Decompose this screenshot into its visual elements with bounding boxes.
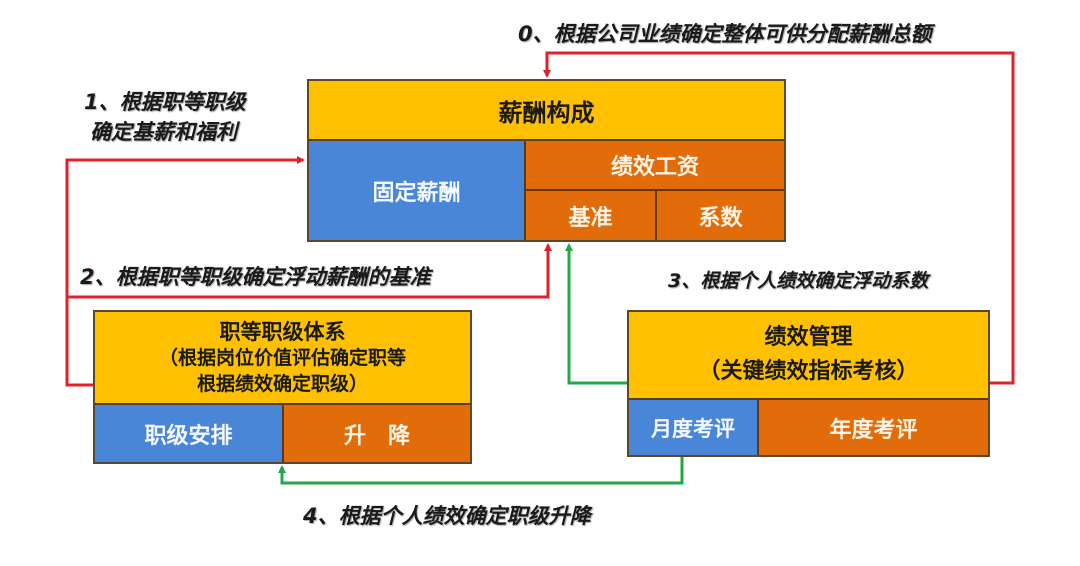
flow-0-label: 0、根据公司业绩确定整体可供分配薪酬总额 [518,22,932,46]
promotion-demotion-cell: 升 降 [284,405,470,462]
grade-system-title-line2: （根据岗位价值评估确定职等 [158,346,406,369]
base-cell: 基准 [526,191,657,240]
flow-3-arrow [565,243,627,385]
performance-title-line1: 绩效管理 [764,325,853,350]
monthly-evaluation-cell: 月度考评 [629,400,759,455]
grade-arrangement-cell: 职级安排 [95,405,284,462]
coefficient-cell: 系数 [657,191,784,240]
flow-0-arrow [543,51,1015,385]
performance-management-title: 绩效管理 （关键绩效指标考核） [629,312,988,400]
flow-3-label: 3、根据个人绩效确定浮动系数 [668,270,929,292]
annual-evaluation-cell: 年度考评 [759,400,988,455]
performance-pay-cell: 绩效工资 [526,141,784,191]
flow-4-label: 4、根据个人绩效确定职级升降 [303,504,591,528]
grade-system-title-line3: 根据绩效确定职级） [196,372,368,395]
flow-2-arrow [67,243,552,299]
grade-system-box: 职等职级体系 （根据岗位价值评估确定职等 根据绩效确定职级） 职级安排 升 降 [93,310,472,464]
grade-system-title: 职等职级体系 （根据岗位价值评估确定职等 根据绩效确定职级） [95,312,470,405]
performance-management-box: 绩效管理 （关键绩效指标考核） 月度考评 年度考评 [627,310,990,457]
flow-2-label: 2、根据职等职级确定浮动薪酬的基准 [80,265,431,289]
flow-1-label-line1: 1、根据职等职级 [84,90,246,114]
flow-4-arrow [278,456,684,485]
salary-composition-box: 薪酬构成 固定薪酬 绩效工资 基准 系数 [307,79,786,242]
fixed-salary-cell: 固定薪酬 [309,141,526,240]
flow-1-label-line2: 确定基薪和福利 [90,120,237,144]
flow-1-arrow [65,156,305,387]
salary-composition-title: 薪酬构成 [309,81,784,141]
grade-system-title-line1: 职等职级体系 [219,319,346,344]
performance-title-line2: （关键绩效指标考核） [698,359,919,384]
